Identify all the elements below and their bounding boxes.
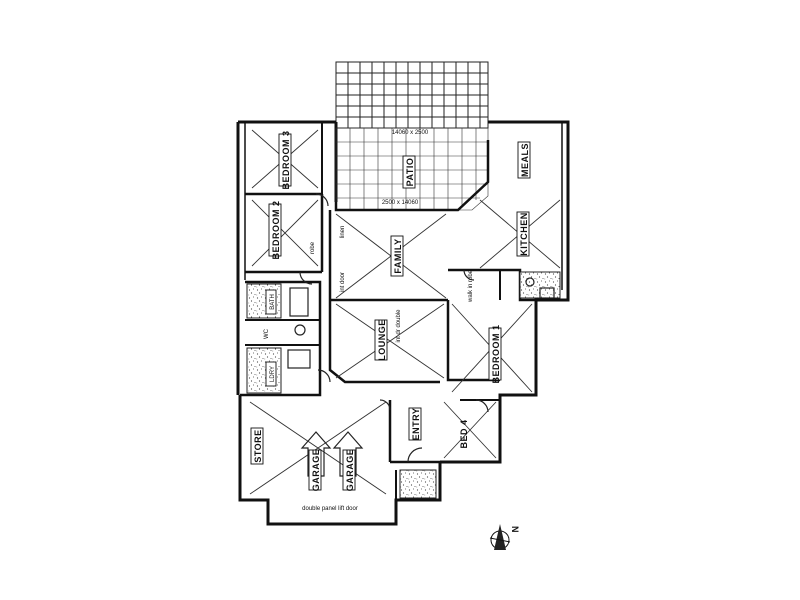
svg-text:N: N (510, 526, 520, 533)
note-int-door-lounge: int dr double (396, 309, 402, 343)
room-label-kitchen: KITCHEN (516, 211, 530, 257)
north-arrow: N (489, 524, 520, 550)
room-label-meals: MEALS (517, 141, 531, 179)
room-label-bed4: BED 4 (459, 419, 469, 448)
svg-text:14060 x 2500: 14060 x 2500 (392, 130, 429, 136)
room-label-linen: linen (340, 226, 346, 239)
door-swings (299, 193, 489, 463)
svg-text:int dr double: int dr double (396, 309, 402, 343)
svg-text:STORE: STORE (253, 429, 263, 462)
room-label-garage-right: GARAGE (342, 449, 356, 492)
room-label-bedroom2: BEDROOM 2 (268, 200, 282, 260)
room-label-wc: WC (264, 328, 270, 339)
room-label-store: STORE (250, 427, 264, 465)
garage-arrows (300, 431, 364, 477)
note-int-door-family: int door (340, 272, 346, 292)
svg-text:linen: linen (340, 226, 346, 239)
svg-text:GARAGE: GARAGE (311, 449, 321, 492)
note-patio-dim-top: 14060 x 2500 (392, 130, 429, 136)
svg-text:MEALS: MEALS (520, 143, 530, 177)
svg-text:BEDROOM 1: BEDROOM 1 (491, 324, 501, 383)
svg-text:2500 x 14060: 2500 x 14060 (382, 200, 419, 206)
svg-text:BEDROOM 3: BEDROOM 3 (281, 130, 291, 189)
svg-text:LDRY: LDRY (270, 366, 276, 382)
room-label-bedroom1: BEDROOM 1 (488, 324, 502, 384)
svg-text:ENTRY: ENTRY (411, 408, 421, 441)
room-label-patio: PATIO (402, 155, 416, 189)
room-label-bedroom3: BEDROOM 3 (278, 130, 292, 190)
svg-text:FAMILY: FAMILY (393, 238, 403, 273)
note-patio-dim-bottom: 2500 x 14060 (382, 200, 419, 206)
room-label-lounge: LOUNGE (374, 319, 388, 361)
svg-text:PATIO: PATIO (405, 158, 415, 187)
svg-text:GARAGE: GARAGE (345, 449, 355, 492)
room-label-ldry: LDRY (265, 361, 277, 387)
svg-text:BEDROOM 2: BEDROOM 2 (271, 200, 281, 259)
svg-text:BED 4: BED 4 (459, 419, 469, 448)
svg-text:BATH: BATH (270, 294, 276, 310)
room-label-family: FAMILY (390, 235, 404, 277)
pergola-grid (335, 61, 489, 129)
note-garage-door: double panel lift door (302, 506, 358, 512)
svg-text:LOUNGE: LOUNGE (377, 319, 387, 361)
room-label-walk-in-robe: walk in robe (468, 269, 474, 303)
room-label-robe: robe (310, 241, 316, 254)
room-label-bath: BATH (265, 289, 277, 315)
room-label-garage-left: GARAGE (308, 449, 322, 492)
svg-text:int door: int door (340, 272, 346, 292)
svg-text:robe: robe (310, 241, 316, 254)
svg-text:KITCHEN: KITCHEN (519, 212, 529, 256)
svg-text:WC: WC (264, 328, 270, 339)
entry-porch (399, 469, 437, 499)
svg-text:double panel lift door: double panel lift door (302, 506, 358, 512)
svg-text:walk in robe: walk in robe (468, 269, 474, 303)
interior-walls (240, 122, 536, 500)
room-label-entry: ENTRY (408, 407, 422, 441)
